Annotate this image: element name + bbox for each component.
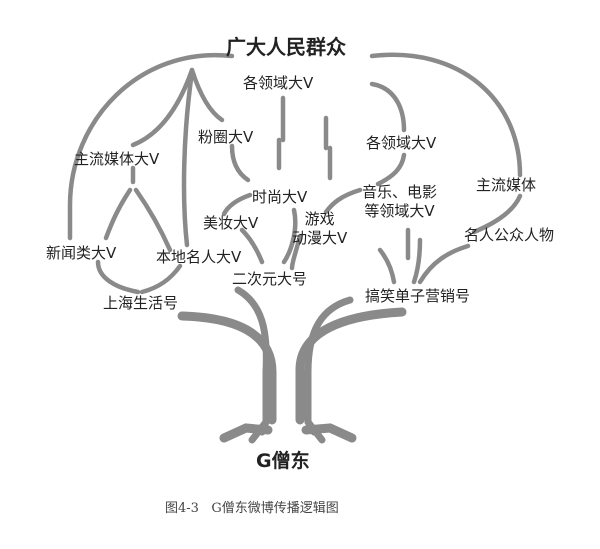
fashion-left (221, 192, 253, 217)
node-game-anime-v-line1: 游戏 (304, 210, 335, 228)
mainstream-media-down (471, 193, 523, 235)
node-music-film-v-line1: 音乐、电影 (362, 183, 438, 201)
pillar-right (323, 115, 333, 181)
trunk-left (177, 311, 277, 425)
fan-to-local-v (181, 69, 195, 248)
local-to-shanghai (139, 263, 183, 295)
fan-circle-down (229, 143, 251, 183)
node-fashion-v: 时尚大V (252, 188, 308, 206)
node-local-celebrity-v: 本地名人大V (156, 248, 242, 266)
node-comedy-account: 搞笑单子营销号 (365, 287, 471, 305)
caption-number: 图4-3 (165, 501, 199, 516)
pillar-left (276, 95, 286, 171)
node-shanghai-life: 上海生活号 (103, 294, 179, 312)
root-label: G僧东 (256, 450, 310, 472)
beauty-down (239, 227, 265, 265)
node-fields-v-mid: 各领域大V (366, 134, 437, 152)
trunk-root-right (301, 423, 357, 443)
fashion-down (281, 207, 298, 265)
trunk-left-inner (234, 286, 270, 444)
fan-to-fan-circle (189, 67, 225, 123)
node-news-v: 新闻类大V (46, 244, 117, 262)
figure-caption: 图4-3 G僧东微博传播逻辑图 (165, 497, 339, 516)
mainstream-to-news (103, 187, 133, 241)
fan-to-mainstream-v (130, 67, 195, 148)
node-mainstream-media-v: 主流媒体大V (74, 150, 160, 168)
node-game-anime-v-line2: 动漫大V (292, 229, 348, 247)
arc-right-outer (369, 52, 523, 178)
node-music-film-v: 音乐、电影 等领域大V (362, 183, 437, 221)
music-down-right (411, 237, 423, 285)
node-acg-v: 二次元大号 (232, 270, 308, 288)
fields-mid-to-music (375, 152, 407, 187)
node-beauty-v: 美妆大V (203, 214, 259, 232)
node-mainstream-media: 主流媒体 (476, 176, 537, 194)
node-celebrity-public-figure: 名人公众人物 (464, 226, 555, 244)
mainstream-to-local (133, 187, 173, 253)
node-fan-circle-v: 粉圈大V (198, 128, 254, 146)
caption-text: G僧东微博传播逻辑图 (211, 501, 339, 516)
fields-top-to-mid (369, 81, 407, 133)
node-music-film-v-line2: 等领域大V (364, 202, 435, 220)
music-down-left (377, 247, 397, 285)
news-to-shanghai (95, 259, 141, 295)
arc-left-outer (67, 52, 235, 241)
top-label: 广大人民群众 (226, 35, 346, 59)
celebrity-to-comedy (417, 243, 471, 285)
node-game-anime-v: 游戏 动漫大V (292, 210, 347, 248)
music-to-game (323, 187, 363, 215)
node-fields-v-top: 各领域大V (243, 74, 314, 92)
trunk-right (295, 307, 407, 425)
game-to-acg (289, 233, 303, 271)
trunk-root-left (219, 423, 273, 443)
